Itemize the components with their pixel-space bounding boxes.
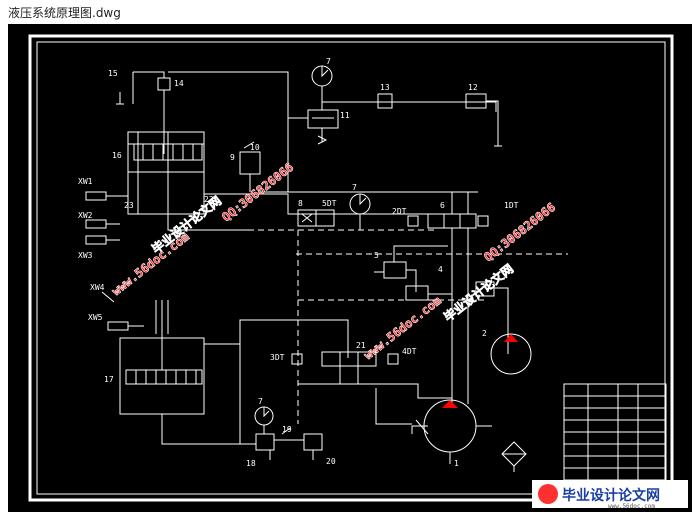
label-22: 22 bbox=[204, 195, 214, 204]
label-11: 11 bbox=[340, 111, 350, 120]
drawing-canvas[interactable]: 15 14 16 7 11 13 12 10 9 23 22 8 5DT 7 2… bbox=[8, 24, 692, 512]
window-titlebar: 液压系统原理图.dwg bbox=[0, 0, 694, 24]
valve-21-a bbox=[321, 351, 341, 367]
valve-21-b bbox=[339, 351, 359, 367]
valve-20 bbox=[303, 433, 323, 451]
label-xw3: XW3 bbox=[78, 251, 93, 260]
hydraulic-schematic: 15 14 16 7 11 13 12 10 9 23 22 8 5DT 7 2… bbox=[28, 34, 688, 510]
watermark-qq-b: QQ:306826066 bbox=[481, 200, 558, 264]
label-10: 10 bbox=[250, 143, 260, 152]
pump-1-arrow bbox=[442, 400, 458, 408]
label-9: 9 bbox=[230, 153, 235, 162]
logo-site-text: www.56doc.com bbox=[608, 503, 655, 510]
watermark-brand-a: 毕业设计论文网 bbox=[149, 193, 224, 257]
check-valve-13 bbox=[377, 93, 393, 109]
label-xw4: XW4 bbox=[90, 283, 105, 292]
valve-6-b bbox=[443, 213, 461, 229]
valve-5 bbox=[383, 261, 407, 279]
label-7a: 7 bbox=[326, 57, 331, 66]
label-7b: 7 bbox=[352, 183, 357, 192]
label-xw2: XW2 bbox=[78, 211, 93, 220]
label-xw1: XW1 bbox=[78, 177, 93, 186]
label-7c: 7 bbox=[258, 397, 263, 406]
label-13: 13 bbox=[380, 83, 390, 92]
throttle-valve-12 bbox=[465, 93, 487, 109]
sensor-xw5 bbox=[107, 321, 129, 331]
logo-brand-text: 毕业设计论文网 bbox=[562, 487, 660, 504]
label-5dt: 5DT bbox=[322, 199, 337, 208]
valve-4 bbox=[405, 285, 429, 301]
label-23: 23 bbox=[124, 201, 134, 210]
check-valve-14 bbox=[157, 77, 171, 91]
label-4: 4 bbox=[438, 265, 443, 274]
piston-17 bbox=[125, 369, 203, 385]
valve-6-a bbox=[427, 213, 445, 229]
site-logo: 毕业设计论文网 www.56doc.com bbox=[532, 480, 688, 510]
label-5: 5 bbox=[374, 251, 379, 260]
valve-8-b bbox=[315, 209, 335, 227]
label-18: 18 bbox=[246, 459, 256, 468]
watermark-site-a: www.56doc.com bbox=[109, 230, 192, 299]
label-8: 8 bbox=[298, 199, 303, 208]
label-20: 20 bbox=[326, 457, 336, 466]
label-1dt: 1DT bbox=[504, 201, 519, 210]
valve-21-c bbox=[357, 351, 377, 367]
label-17: 17 bbox=[104, 375, 114, 384]
piston-16 bbox=[133, 143, 203, 161]
pump-2-arrow bbox=[504, 334, 518, 342]
tank-15 bbox=[116, 92, 124, 105]
label-1: 1 bbox=[454, 459, 459, 468]
inner-frame bbox=[36, 41, 666, 495]
valve-6-c bbox=[459, 213, 477, 229]
sensor-xw2 bbox=[85, 219, 107, 229]
outer-frame bbox=[28, 34, 674, 502]
label-14: 14 bbox=[174, 79, 184, 88]
label-15: 15 bbox=[108, 69, 118, 78]
cylinder-16 bbox=[127, 131, 205, 215]
valve-18 bbox=[255, 433, 275, 451]
label-21: 21 bbox=[356, 341, 366, 350]
label-12: 12 bbox=[468, 83, 478, 92]
valve-10 bbox=[239, 151, 261, 175]
relief-valve-11 bbox=[307, 109, 339, 129]
label-2: 2 bbox=[482, 329, 487, 338]
label-16: 16 bbox=[112, 151, 122, 160]
label-2dt: 2DT bbox=[392, 207, 407, 216]
window-title: 液压系统原理图.dwg bbox=[8, 6, 121, 20]
label-19: 19 bbox=[282, 425, 292, 434]
logo-ball-icon bbox=[538, 484, 558, 504]
label-6: 6 bbox=[440, 201, 445, 210]
label-3dt: 3DT bbox=[270, 353, 285, 362]
label-xw5: XW5 bbox=[88, 313, 103, 322]
sensor-xw3 bbox=[85, 235, 107, 245]
sensor-xw1 bbox=[85, 191, 107, 201]
label-4dt: 4DT bbox=[402, 347, 417, 356]
